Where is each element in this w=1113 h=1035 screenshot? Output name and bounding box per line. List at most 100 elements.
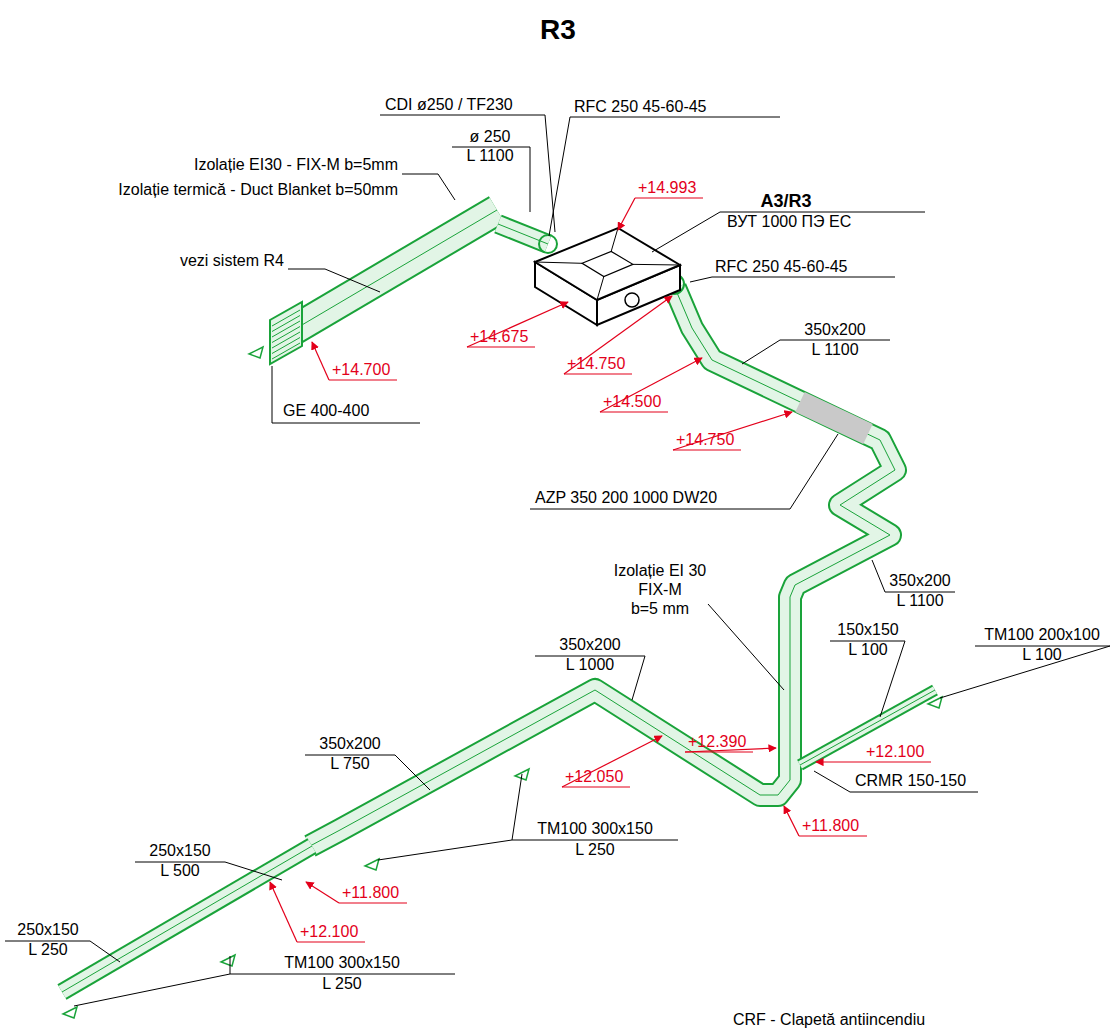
dimension: 150x150 <box>837 621 898 639</box>
damper-ring <box>539 235 557 253</box>
elevation-underline <box>562 786 630 787</box>
branch-duct <box>800 690 935 765</box>
dimension: 350x200 <box>804 321 865 339</box>
leader-line <box>872 560 955 592</box>
exhaust-duct <box>290 210 497 332</box>
dimension: 350x200 <box>889 572 950 590</box>
part-label: RFC 250 45-60-45 <box>715 258 848 276</box>
leader-line <box>452 147 530 212</box>
elevation-mark: +12.390 <box>688 733 746 751</box>
air-terminal <box>63 1007 77 1018</box>
leader-line <box>708 604 784 690</box>
leader-line <box>652 212 925 252</box>
dimension: 250x150 <box>149 842 210 860</box>
unit-top <box>535 228 680 300</box>
grille-slat <box>272 343 300 359</box>
dimension: L 750 <box>330 755 369 773</box>
elevation-pointer <box>562 736 662 787</box>
elevation-pointer <box>312 342 329 380</box>
unit-panel <box>535 262 582 263</box>
elevation-underline <box>799 835 867 836</box>
grille <box>270 302 302 364</box>
supply-duct <box>62 846 312 992</box>
elevation-mark: +11.800 <box>802 817 859 835</box>
leader-line <box>378 840 512 860</box>
leader-line <box>830 641 905 717</box>
part-label: CDI ø250 / TF230 <box>385 96 513 114</box>
branch-duct <box>800 690 935 765</box>
dimension: 250x150 <box>17 921 78 939</box>
note: b=5 mm <box>631 600 689 618</box>
leader-line <box>814 771 978 792</box>
elevation-pointer <box>306 882 339 903</box>
elevation-mark: +11.800 <box>342 884 399 902</box>
dimension: L 100 <box>848 641 887 659</box>
leader-line <box>402 174 455 200</box>
dimension: 350x200 <box>319 735 380 753</box>
dimension: L 250 <box>322 975 361 993</box>
leader-line <box>135 862 282 880</box>
elevation-mark: +12.100 <box>866 743 924 761</box>
elevation-mark: +14.750 <box>567 355 625 373</box>
air-terminal <box>249 347 263 358</box>
dimension: L 500 <box>160 862 199 880</box>
elevation-mark: +12.050 <box>565 768 623 786</box>
elevation-mark: +12.100 <box>300 923 358 941</box>
elevation-underline <box>297 941 365 942</box>
leader-line <box>380 115 555 232</box>
elevation-underline <box>339 902 407 903</box>
supply-duct <box>62 846 312 992</box>
elevation-underline <box>329 379 397 380</box>
part-label: TM100 200x100 <box>984 626 1100 644</box>
elevation-pointer <box>816 761 863 762</box>
fire-damper <box>800 402 868 434</box>
elevation-mark: +14.700 <box>332 361 390 379</box>
leader-line <box>742 340 890 364</box>
leader-line <box>940 646 1110 698</box>
leader-line <box>5 941 120 962</box>
legend-note: CRF - Clapetă antiincendiu <box>733 1011 925 1029</box>
dimension: L 250 <box>28 941 67 959</box>
leader-line <box>535 656 645 700</box>
leader-line <box>690 277 895 282</box>
dimension: L 1100 <box>466 147 513 165</box>
elevation-mark: +14.500 <box>603 393 661 411</box>
exhaust-duct <box>290 210 497 332</box>
dimension: L 250 <box>575 841 614 859</box>
elevation-pointer <box>618 198 635 230</box>
unit-panel <box>633 264 680 266</box>
part-label: GE 400-400 <box>283 402 369 420</box>
air-terminal <box>365 859 379 870</box>
elevation-pointer <box>467 302 568 347</box>
note: Izolație EI30 - FIX-M b=5mm <box>194 156 398 174</box>
unit-model: ВУТ 1000 ПЭ ЕС <box>727 213 851 231</box>
dimension: L 1000 <box>566 656 614 674</box>
elevation-underline <box>635 197 703 198</box>
elevation-underline <box>673 449 741 450</box>
leader-line <box>305 755 430 790</box>
elevation-pointer <box>673 412 792 450</box>
note: FIX-M <box>638 581 682 599</box>
dimension: L 100 <box>1022 646 1061 664</box>
part-label: CRMR 150-150 <box>855 772 966 790</box>
air-terminal <box>928 697 942 708</box>
note: Izolație termică - Duct Blanket b=50mm <box>118 181 398 199</box>
unit-panel <box>597 277 604 300</box>
part-label: TM100 300x150 <box>284 954 400 972</box>
elevation-mark: +14.993 <box>638 179 696 197</box>
elevation-mark: +14.675 <box>470 328 528 346</box>
elevation-pointer <box>270 882 297 942</box>
dimension: L 1100 <box>811 341 858 359</box>
leader-line <box>74 974 230 1006</box>
elevation-pointer <box>564 296 672 374</box>
elevation-underline <box>863 761 931 762</box>
supply-duct <box>62 846 312 992</box>
elevation-pointer <box>784 806 799 836</box>
part-label: RFC 250 45-60-45 <box>574 98 707 116</box>
air-terminal <box>221 955 235 966</box>
dimension: ø 250 <box>470 128 511 146</box>
dimension: L 1100 <box>896 592 943 610</box>
unit-panel <box>611 228 618 251</box>
unit-tag: A3/R3 <box>760 191 811 212</box>
